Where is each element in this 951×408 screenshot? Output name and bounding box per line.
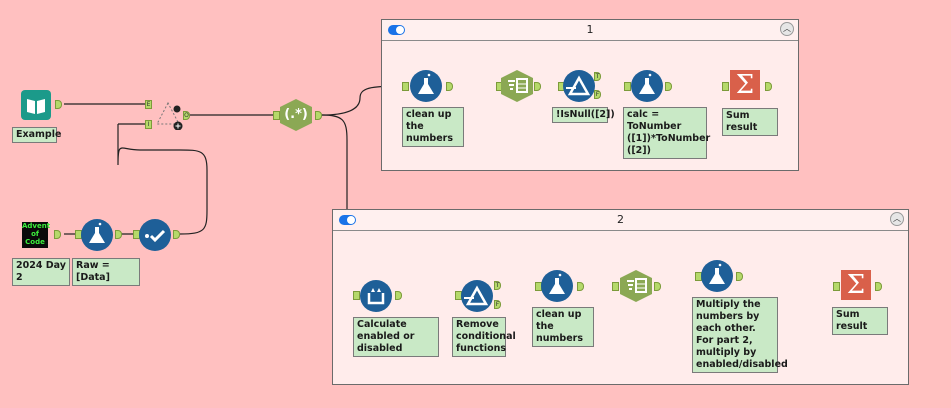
tool-annotation: clean up the numbers — [532, 307, 594, 347]
filter-tool[interactable] — [563, 70, 595, 102]
container-title: 1 — [586, 23, 594, 36]
filter-false-anchor[interactable]: F — [494, 300, 501, 309]
formula-flask-icon — [709, 263, 725, 284]
summarize-tool[interactable]: Σ — [730, 70, 760, 100]
input-anchor[interactable] — [402, 82, 409, 91]
output-anchor[interactable] — [115, 230, 122, 239]
container-enable-toggle[interactable] — [339, 215, 356, 225]
union-input-anchor-i[interactable]: I — [145, 120, 152, 129]
tool-annotation: 2024 Day 2 — [12, 258, 70, 286]
raw-formula-tool[interactable] — [81, 219, 113, 251]
multiply-formula-tool[interactable] — [701, 260, 733, 292]
output-anchor[interactable] — [534, 82, 541, 91]
input-anchor[interactable] — [273, 111, 280, 120]
output-anchor[interactable] — [654, 282, 661, 291]
container-enable-toggle[interactable] — [388, 25, 405, 35]
multirow-formula-icon — [367, 288, 385, 305]
tool-annotation: Sum result — [722, 108, 778, 136]
aoc-text-line: Code — [25, 238, 45, 246]
input-anchor[interactable] — [353, 291, 360, 300]
formula-flask-icon — [549, 273, 565, 294]
text-to-columns-icon — [627, 278, 647, 293]
clean-formula-tool[interactable] — [541, 270, 573, 302]
union-tool[interactable] — [153, 100, 183, 130]
tool-annotation: Remove conditional functions — [452, 317, 516, 357]
text-to-columns-tool[interactable] — [620, 270, 652, 302]
container-header[interactable]: 1 ︿ — [382, 20, 798, 41]
output-anchor[interactable] — [665, 82, 672, 91]
formula-flask-icon — [639, 73, 655, 94]
filter-tool[interactable] — [461, 280, 493, 312]
output-anchor[interactable] — [55, 100, 62, 109]
multirow-formula-tool[interactable] — [360, 280, 392, 312]
clean-formula-tool[interactable] — [410, 70, 442, 102]
tool-annotation: calc = ToNumber ([1])*ToNumber ([2]) — [623, 107, 710, 159]
book-icon — [27, 99, 45, 114]
collapse-icon[interactable]: ︿ — [780, 22, 794, 36]
tool-annotation: Raw = [Data] — [72, 258, 140, 286]
container-title: 2 — [617, 213, 624, 226]
collapse-icon[interactable]: ︿ — [890, 212, 904, 226]
summarize-tool[interactable]: Σ — [841, 270, 871, 300]
input-anchor[interactable] — [722, 82, 729, 91]
text-to-columns-icon — [508, 78, 528, 93]
filter-false-anchor[interactable]: F — [594, 90, 601, 99]
input-anchor[interactable] — [624, 82, 631, 91]
filter-prism-icon — [464, 285, 489, 306]
input-anchor[interactable] — [612, 282, 619, 291]
output-anchor[interactable] — [54, 230, 61, 239]
select-check-icon — [145, 229, 166, 243]
union-input-anchor-e[interactable]: E — [145, 100, 152, 109]
tool-annotation: Multiply the numbers by each other. For … — [692, 297, 788, 373]
filter-prism-icon — [566, 75, 591, 96]
formula-flask-icon — [89, 222, 105, 243]
tool-annotation: Sum result — [832, 307, 888, 335]
container-header[interactable]: 2 ︿ — [333, 210, 908, 231]
select-tool[interactable] — [139, 219, 171, 251]
aoc-text-line: of — [31, 230, 39, 238]
output-anchor[interactable] — [765, 82, 772, 91]
calc-formula-tool[interactable] — [631, 70, 663, 102]
output-anchor[interactable] — [736, 272, 743, 281]
tool-annotation: Calculate enabled or disabled — [353, 317, 439, 357]
output-anchor[interactable] — [173, 230, 180, 239]
aoc-text-line: Advent — [22, 222, 51, 230]
regex-tool[interactable]: (.*) — [280, 99, 312, 131]
tool-annotation: !IsNull([2]) — [552, 107, 615, 123]
input-anchor[interactable] — [833, 282, 840, 291]
union-icon — [156, 101, 183, 130]
tool-annotation: Example — [12, 127, 61, 143]
container-2[interactable]: 2 ︿ — [332, 209, 909, 385]
filter-true-anchor[interactable]: T — [594, 72, 601, 81]
tool-annotation: clean up the numbers — [402, 107, 464, 147]
formula-flask-icon — [418, 73, 434, 94]
output-anchor[interactable] — [315, 111, 322, 120]
output-anchor[interactable] — [446, 82, 453, 91]
example-input-tool[interactable] — [21, 90, 51, 120]
output-anchor[interactable] — [875, 282, 882, 291]
output-anchor[interactable] — [395, 291, 402, 300]
output-anchor[interactable] — [577, 282, 584, 291]
union-output-anchor[interactable]: O — [183, 111, 190, 120]
filter-true-anchor[interactable]: T — [494, 281, 501, 290]
aoc-input-tool[interactable]: Advent of Code — [22, 222, 51, 248]
